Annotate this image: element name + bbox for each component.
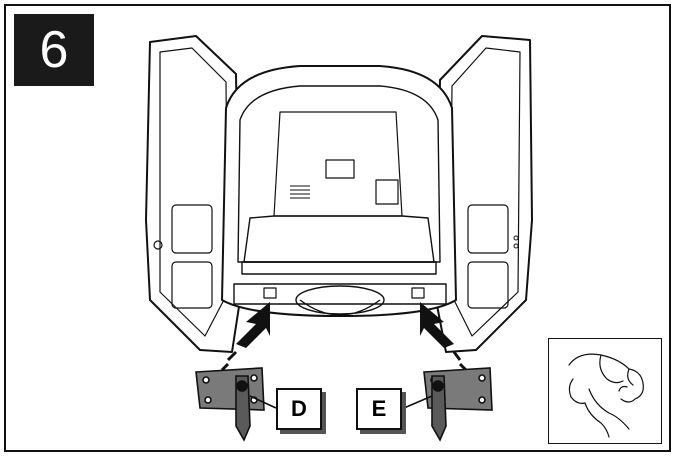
left-arrow	[236, 302, 270, 348]
hand-pinch-icon	[568, 353, 644, 438]
bracket-e	[403, 367, 493, 442]
hand-inset	[548, 338, 662, 444]
left-rear-door	[145, 35, 241, 353]
label-e: E	[356, 388, 402, 430]
label-d: D	[276, 388, 322, 430]
step-number: 6	[39, 21, 69, 79]
bracket-d	[195, 367, 277, 442]
step-number-box: 6	[14, 14, 94, 86]
van-body	[221, 65, 457, 317]
label-e-text: E	[371, 396, 387, 421]
right-arrow	[420, 302, 454, 348]
label-d-text: D	[291, 396, 307, 421]
